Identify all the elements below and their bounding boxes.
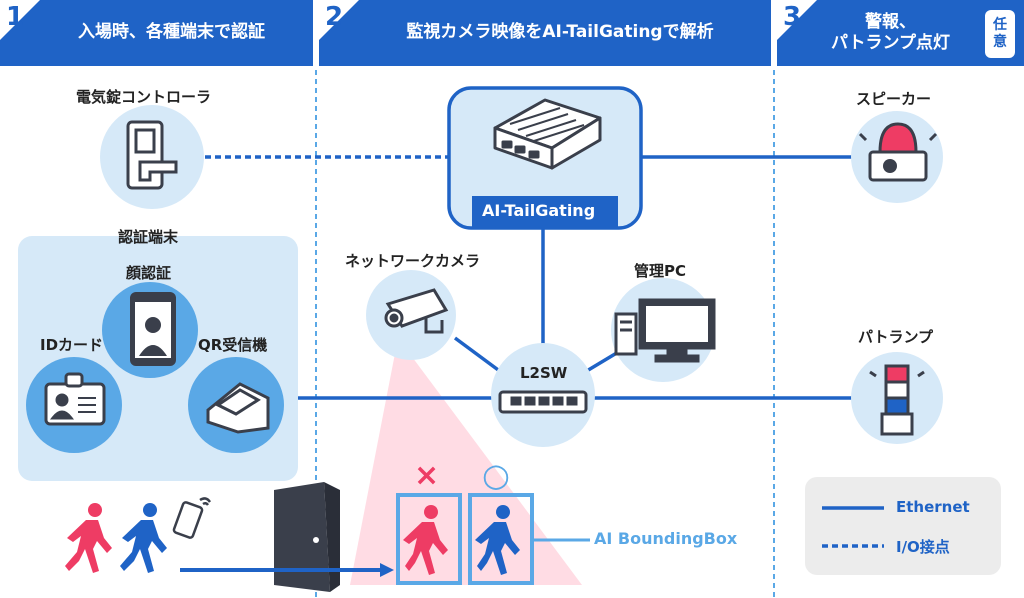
id-card-label: IDカード <box>40 336 104 354</box>
legend-io-label: I/O接点 <box>896 538 950 556</box>
step3-corner <box>777 0 817 40</box>
face-auth-icon <box>130 292 176 366</box>
ai-label-bar <box>472 196 618 228</box>
lock-controller-label: 電気錠コントローラ <box>76 88 212 106</box>
network-camera-label: ネットワークカメラ <box>345 252 481 270</box>
ai-tailgating-label: AI-TailGating <box>482 201 596 220</box>
legend-box <box>805 477 1001 575</box>
ai-bbox-label: AI BoundingBox <box>594 529 738 548</box>
lock-icon <box>126 120 178 190</box>
ai-device-icon <box>493 98 602 170</box>
auth-terminal-label: 認証端末 <box>118 228 179 246</box>
step3-title-line2: パトランプ点灯 <box>831 33 950 53</box>
person-pink-left-icon <box>65 503 112 573</box>
step1-corner <box>0 0 40 40</box>
step1-title: 入場時、各種端末で認証 <box>78 22 265 43</box>
walk-arrow-head <box>380 563 394 577</box>
step3-header: 3 警報、 パトランプ点灯 任 意 <box>777 0 1024 66</box>
bbox-ng <box>396 493 462 585</box>
l2sw-label: L2SW <box>520 364 568 382</box>
speaker-icon <box>858 122 938 182</box>
qr-reader-icon <box>206 382 270 434</box>
l2sw-icon <box>498 390 588 414</box>
step2-corner <box>319 0 359 40</box>
step3-number: 3 <box>783 2 802 32</box>
person-pink-bbox-icon <box>403 505 448 575</box>
qr-reader-label: QR受信機 <box>198 336 268 354</box>
legend-ethernet-label: Ethernet <box>896 498 970 516</box>
person-blue-left-icon <box>120 503 167 573</box>
id-card-icon <box>44 372 106 426</box>
mark-ok: ○ <box>482 456 510 494</box>
step1-header: 1 入場時、各種端末で認証 <box>0 0 313 66</box>
phone-qr-icon <box>172 497 212 539</box>
mark-ng: × <box>414 458 440 493</box>
step3-title-line1: 警報、 <box>865 11 916 32</box>
optional-badge-line2: 意 <box>993 34 1007 50</box>
optional-badge-line1: 任 <box>993 17 1007 34</box>
step2-header: 2 監視カメラ映像をAI-TailGatingで解析 <box>319 0 771 66</box>
optional-badge: 任 意 <box>985 10 1015 58</box>
patlamp-label: パトランプ <box>858 328 934 346</box>
face-auth-label: 顔認証 <box>126 264 172 282</box>
camera-icon <box>384 288 449 334</box>
step3-title: 警報、 パトランプ点灯 <box>777 0 1024 66</box>
step1-number: 1 <box>6 2 25 32</box>
speaker-label: スピーカー <box>856 90 932 108</box>
person-blue-bbox-icon <box>475 505 520 575</box>
step2-number: 2 <box>325 2 344 32</box>
eth-line-camera-l2sw <box>453 336 507 377</box>
management-pc-label: 管理PC <box>634 262 687 280</box>
pc-icon <box>614 298 716 363</box>
step2-title: 監視カメラ映像をAI-TailGatingで解析 <box>406 22 714 43</box>
patlamp-icon <box>869 364 925 436</box>
door-icon <box>274 482 340 592</box>
